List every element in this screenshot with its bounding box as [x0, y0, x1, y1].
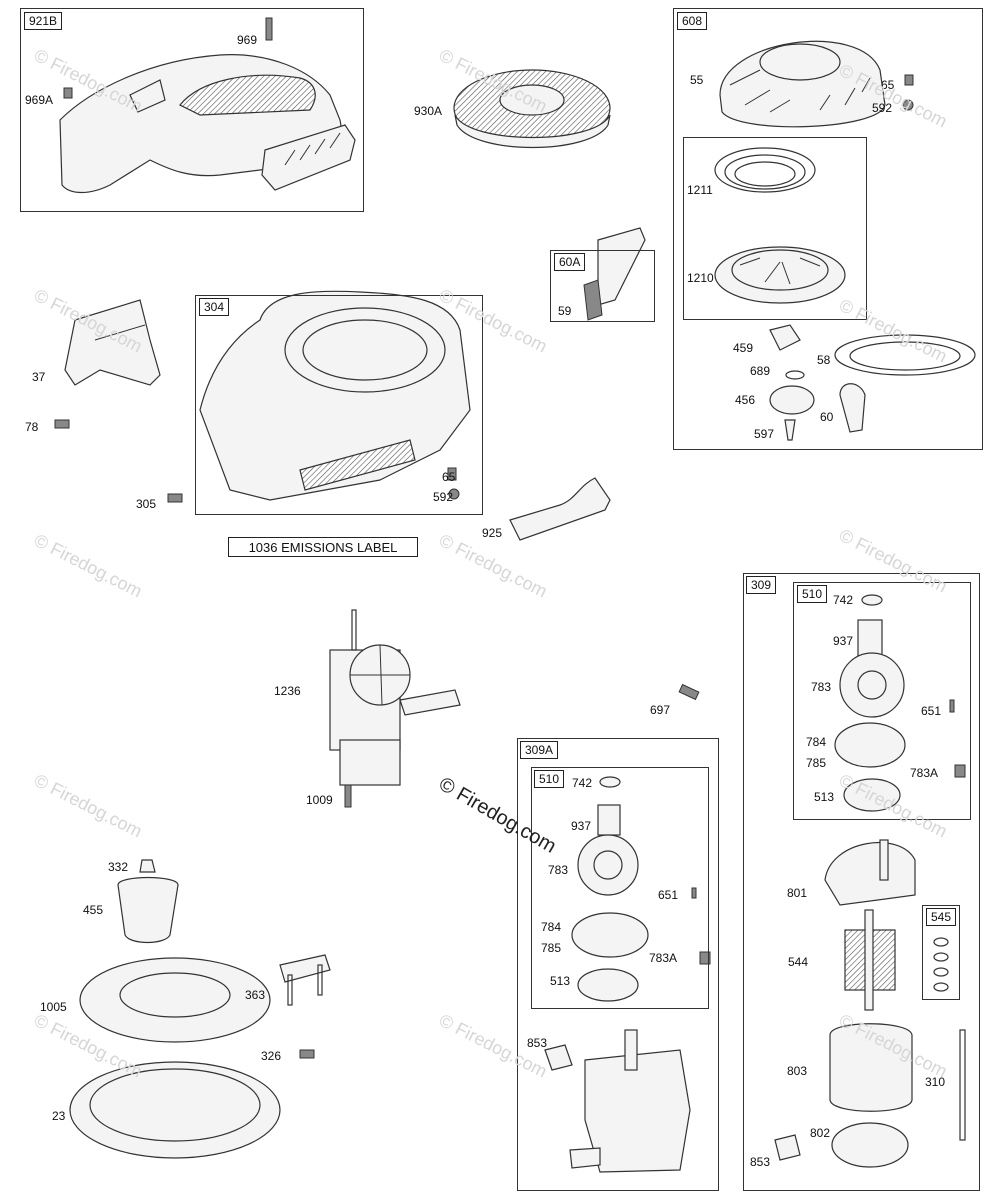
part-742-left: 742	[572, 776, 593, 790]
part-925: 925	[482, 526, 503, 540]
box-label-921b: 921B	[24, 12, 63, 30]
part-803: 803	[787, 1064, 808, 1078]
frame-510-right	[793, 582, 971, 820]
frame-304	[195, 295, 483, 515]
part-65-top: 65	[881, 78, 895, 92]
frame-921b	[20, 8, 364, 212]
frame-608	[673, 8, 983, 450]
box-label-608: 608	[677, 12, 708, 30]
part-783a-left: 783A	[649, 951, 678, 965]
part-853-left: 853	[527, 1036, 548, 1050]
screen-930a-drawing	[453, 69, 611, 149]
box-label-510-right: 510	[797, 585, 828, 603]
box-label-510-left: 510	[534, 770, 565, 788]
part-784-left: 784	[541, 920, 562, 934]
part-58: 58	[817, 353, 831, 367]
flywheel-group-drawing	[69, 859, 331, 1159]
part-305: 305	[136, 497, 157, 511]
part-1210: 1210	[687, 271, 714, 285]
part-60: 60	[820, 410, 834, 424]
part-689: 689	[750, 364, 771, 378]
box-label-309: 309	[746, 576, 777, 594]
part-742-right: 742	[833, 593, 854, 607]
handle-60a-drawing	[583, 227, 646, 321]
frame-608-inner	[683, 137, 867, 320]
part-785-left: 785	[541, 941, 562, 955]
blower-housing-304-drawing	[167, 290, 471, 503]
rewind-starter-608-drawing	[714, 40, 976, 441]
part-801: 801	[787, 886, 808, 900]
box-label-309a: 309A	[520, 741, 559, 759]
part-37: 37	[32, 370, 46, 384]
part-513-left: 513	[550, 974, 571, 988]
emissions-label: 1036 EMISSIONS LABEL	[228, 537, 418, 557]
starter-motor-309-drawing	[774, 839, 966, 1168]
part-783-right: 783	[811, 680, 832, 694]
governor-1236-drawing	[329, 609, 700, 808]
part-363: 363	[245, 988, 266, 1002]
part-1005: 1005	[40, 1000, 67, 1014]
part-651-right: 651	[921, 704, 942, 718]
baffle-37-drawing	[54, 299, 161, 429]
part-969a: 969A	[25, 93, 54, 107]
frame-510-left	[531, 767, 709, 1009]
part-1211: 1211	[687, 183, 713, 197]
box-label-60a: 60A	[554, 253, 586, 271]
blower-housing-921b-drawing	[59, 17, 356, 194]
part-930a: 930A	[414, 104, 443, 118]
part-513-right: 513	[814, 790, 835, 804]
frame-309a	[517, 738, 719, 1191]
part-78: 78	[25, 420, 39, 434]
frame-60a	[550, 250, 655, 322]
box-label-304: 304	[199, 298, 230, 316]
frame-545	[922, 905, 960, 1000]
part-853-right: 853	[750, 1155, 771, 1169]
part-326: 326	[261, 1049, 282, 1063]
box-label-545: 545	[926, 908, 957, 926]
part-783-left: 783	[548, 863, 569, 877]
part-969: 969	[237, 33, 258, 47]
part-544: 544	[788, 955, 809, 969]
part-592-top: 592	[872, 101, 893, 115]
part-785-right: 785	[806, 756, 827, 770]
part-937-right: 937	[833, 634, 854, 648]
part-310: 310	[925, 1075, 946, 1089]
cover-925-drawing	[509, 477, 611, 541]
part-59: 59	[558, 304, 572, 318]
part-1236: 1236	[274, 684, 301, 698]
starter-drive-510-left-drawing	[571, 776, 711, 1002]
part-802: 802	[810, 1126, 831, 1140]
part-455: 455	[83, 903, 104, 917]
part-23: 23	[52, 1109, 66, 1123]
part-456: 456	[735, 393, 756, 407]
frame-309	[743, 573, 980, 1191]
part-784-right: 784	[806, 735, 827, 749]
part-1009: 1009	[306, 793, 333, 807]
starter-motor-309a-drawing	[544, 1029, 691, 1173]
part-937-left: 937	[571, 819, 592, 833]
part-697: 697	[650, 703, 671, 717]
starter-drive-510-right-drawing	[834, 594, 966, 812]
part-332: 332	[108, 860, 129, 874]
part-597: 597	[754, 427, 775, 441]
part-459: 459	[733, 341, 754, 355]
part-55: 55	[690, 73, 704, 87]
part-651-left: 651	[658, 888, 679, 902]
part-65-mid: 65	[442, 470, 456, 484]
part-783a-right: 783A	[910, 766, 939, 780]
part-592-mid: 592	[433, 490, 454, 504]
